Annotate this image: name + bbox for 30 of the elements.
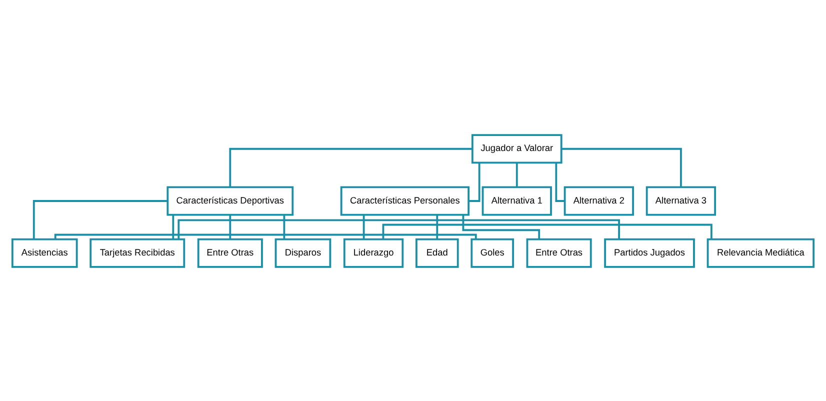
connector [516,162,518,186]
connector [32,200,168,239]
node-box: Relevancia Mediática [706,238,815,268]
connector [172,214,174,239]
node-box: Disparos [274,238,332,268]
node-box: Partidos Jugados [604,238,695,268]
node-box: Liderazgo [343,238,404,268]
node-box: Edad [416,238,459,268]
connector [362,214,365,239]
node-box: Entre Otras [526,238,592,268]
connector [462,214,540,239]
connector [436,214,438,239]
node-box: Alternativa 3 [646,186,716,216]
connector [562,147,682,187]
node-box: Jugador a Valorar [471,134,562,164]
node-box: Asistencias [11,238,78,268]
node-box: Alternativa 2 [564,186,634,216]
connector [283,214,286,239]
connector [555,162,565,202]
node-box: Alternativa 1 [482,186,552,216]
connector [54,233,477,239]
connector [178,218,620,238]
node-box: Características Personales [340,186,470,216]
node-box: Tarjetas Recibidas [90,238,186,268]
node-box: Entre Otras [197,238,263,268]
connector [229,147,472,187]
node-box: Goles [470,238,514,268]
connector [468,162,480,202]
connector [229,214,232,239]
node-box: Características Deportivas [166,186,294,216]
